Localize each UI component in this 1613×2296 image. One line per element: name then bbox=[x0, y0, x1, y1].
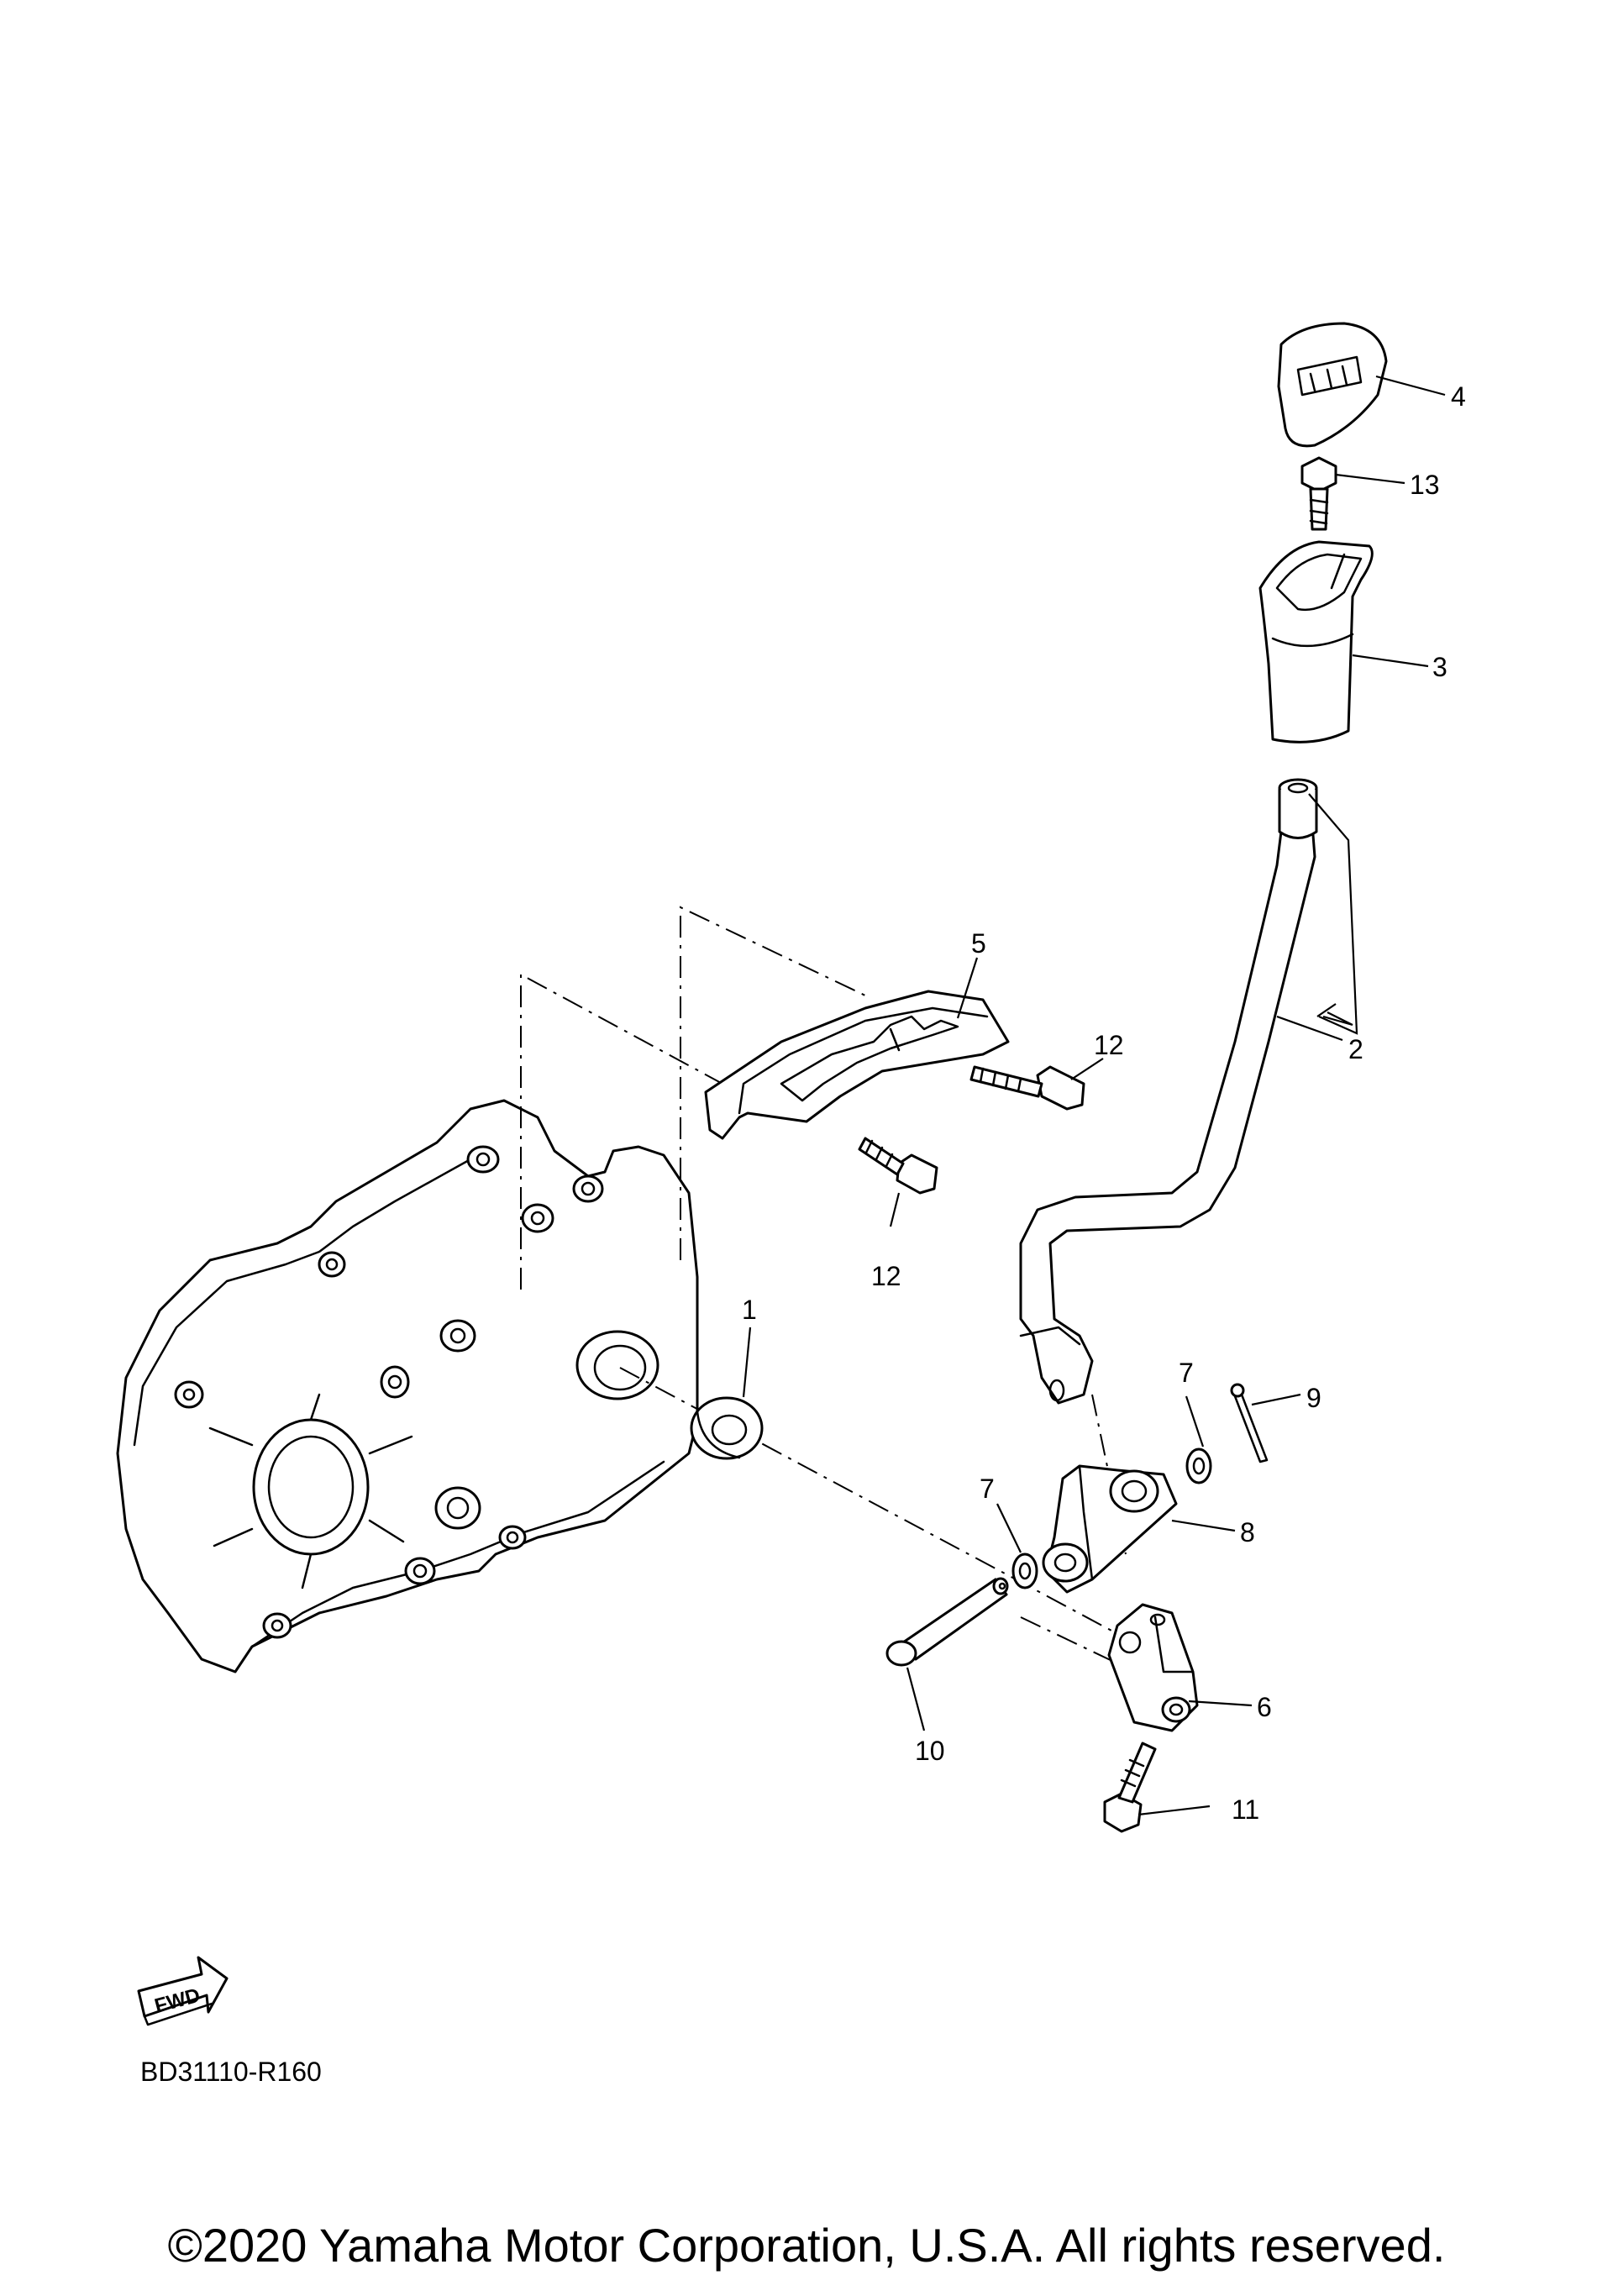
copyright-notice: ©2020 Yamaha Motor Corporation, U.S.A. A… bbox=[167, 2219, 1446, 2272]
callout-8: 8 bbox=[1240, 1517, 1255, 1547]
part-1-seal bbox=[690, 1396, 764, 1460]
fwd-arrow-icon: FWD bbox=[137, 1956, 229, 2026]
callout-13: 13 bbox=[1410, 470, 1440, 500]
callout-12-lower: 12 bbox=[871, 1261, 901, 1291]
part-3-knob-body bbox=[1258, 540, 1374, 743]
part-9-cotter-pin bbox=[1230, 1383, 1269, 1463]
callout-3: 3 bbox=[1432, 652, 1447, 682]
part-2-shift-lever bbox=[1019, 778, 1318, 1405]
callout-9: 9 bbox=[1306, 1383, 1321, 1413]
leader-lines bbox=[742, 375, 1446, 1816]
part-10-pivot-pin bbox=[885, 1577, 1009, 1667]
part-7-washer-upper bbox=[1185, 1447, 1212, 1484]
part-8-bracket bbox=[1042, 1464, 1178, 1594]
part-12-bolt-right bbox=[969, 1065, 1085, 1111]
callout-6: 6 bbox=[1257, 1692, 1272, 1722]
crankcase-cover bbox=[116, 1099, 699, 1673]
leader-2 bbox=[1276, 1015, 1343, 1042]
callout-11: 11 bbox=[1232, 1794, 1259, 1825]
callout-labels: 1 2 3 4 5 6 7 7 8 9 10 11 12 12 13 bbox=[742, 381, 1466, 1825]
part-6-clevis bbox=[1107, 1603, 1199, 1732]
callout-10: 10 bbox=[915, 1736, 945, 1766]
callout-2: 2 bbox=[1348, 1034, 1363, 1064]
diagram-code: BD31110-R160 bbox=[140, 2057, 322, 2087]
callout-4: 4 bbox=[1451, 381, 1466, 412]
part-13-screw bbox=[1300, 456, 1337, 531]
callout-7-upper: 7 bbox=[1179, 1358, 1194, 1388]
callout-12-upper: 12 bbox=[1094, 1030, 1124, 1060]
callout-1: 1 bbox=[742, 1295, 757, 1325]
callout-5: 5 bbox=[971, 928, 986, 959]
part-4-knob-cap bbox=[1277, 322, 1388, 448]
part-7-washer-lower bbox=[1011, 1553, 1038, 1589]
callout-7-lower: 7 bbox=[980, 1474, 995, 1504]
part-11-bolt bbox=[1103, 1742, 1157, 1833]
part-5-shift-gate bbox=[704, 990, 1010, 1140]
part-12-bolt-left bbox=[858, 1137, 938, 1195]
